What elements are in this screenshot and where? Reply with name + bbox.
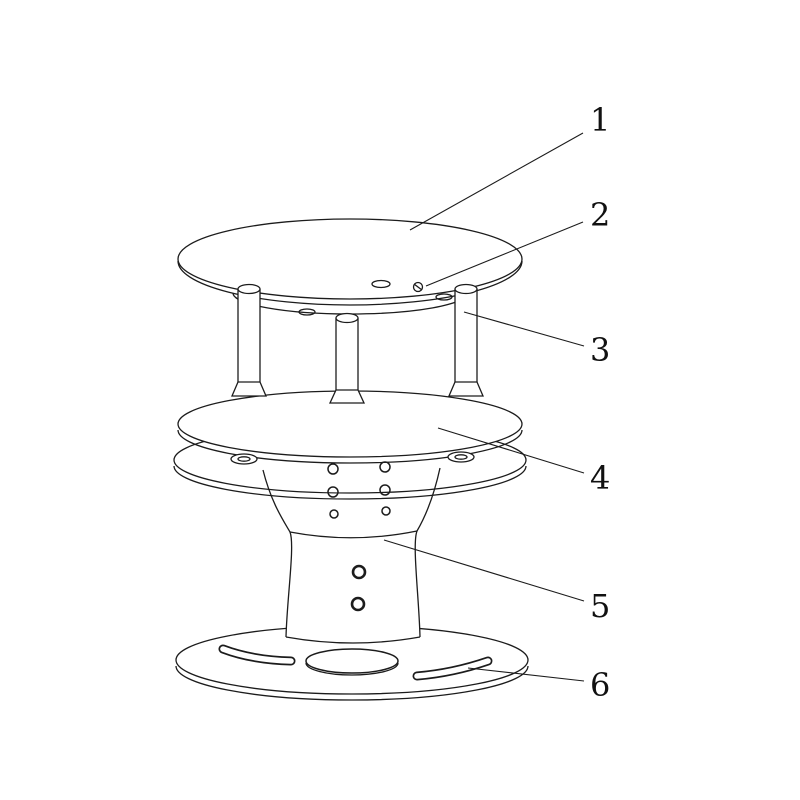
sensor-body	[262, 461, 441, 644]
callout-3-label: 3	[590, 331, 610, 369]
callout-6-label: 6	[590, 666, 610, 704]
shield-ring-lower	[173, 459, 527, 500]
callouts: 1 2 3 4 5 6	[383, 101, 610, 704]
support-posts	[231, 283, 484, 404]
callout-2-label: 2	[590, 196, 610, 234]
cap-fastener-holes	[298, 279, 453, 316]
callout-6-leader	[467, 667, 585, 682]
callout-4-leader	[437, 427, 585, 474]
post-middle	[328, 312, 366, 404]
callout-1-label: 1	[590, 101, 610, 139]
body-vent-holes	[327, 461, 391, 612]
flange-arc-slot-left	[218, 644, 296, 666]
device-drawing	[173, 218, 529, 701]
callout-1-leader	[409, 132, 584, 231]
callout-2-leader	[425, 221, 584, 287]
mounting-flange	[175, 625, 529, 701]
callout-5-label: 5	[590, 587, 610, 625]
callout-5-leader	[383, 539, 585, 602]
post-left	[231, 283, 267, 397]
callout-4-label: 4	[590, 459, 610, 497]
flange-arc-slot-right	[412, 656, 493, 681]
post-right	[448, 283, 484, 397]
shield-ring-tab-holes	[230, 451, 475, 465]
flange-center-hole	[305, 648, 399, 674]
callout-3-leader	[463, 311, 585, 347]
